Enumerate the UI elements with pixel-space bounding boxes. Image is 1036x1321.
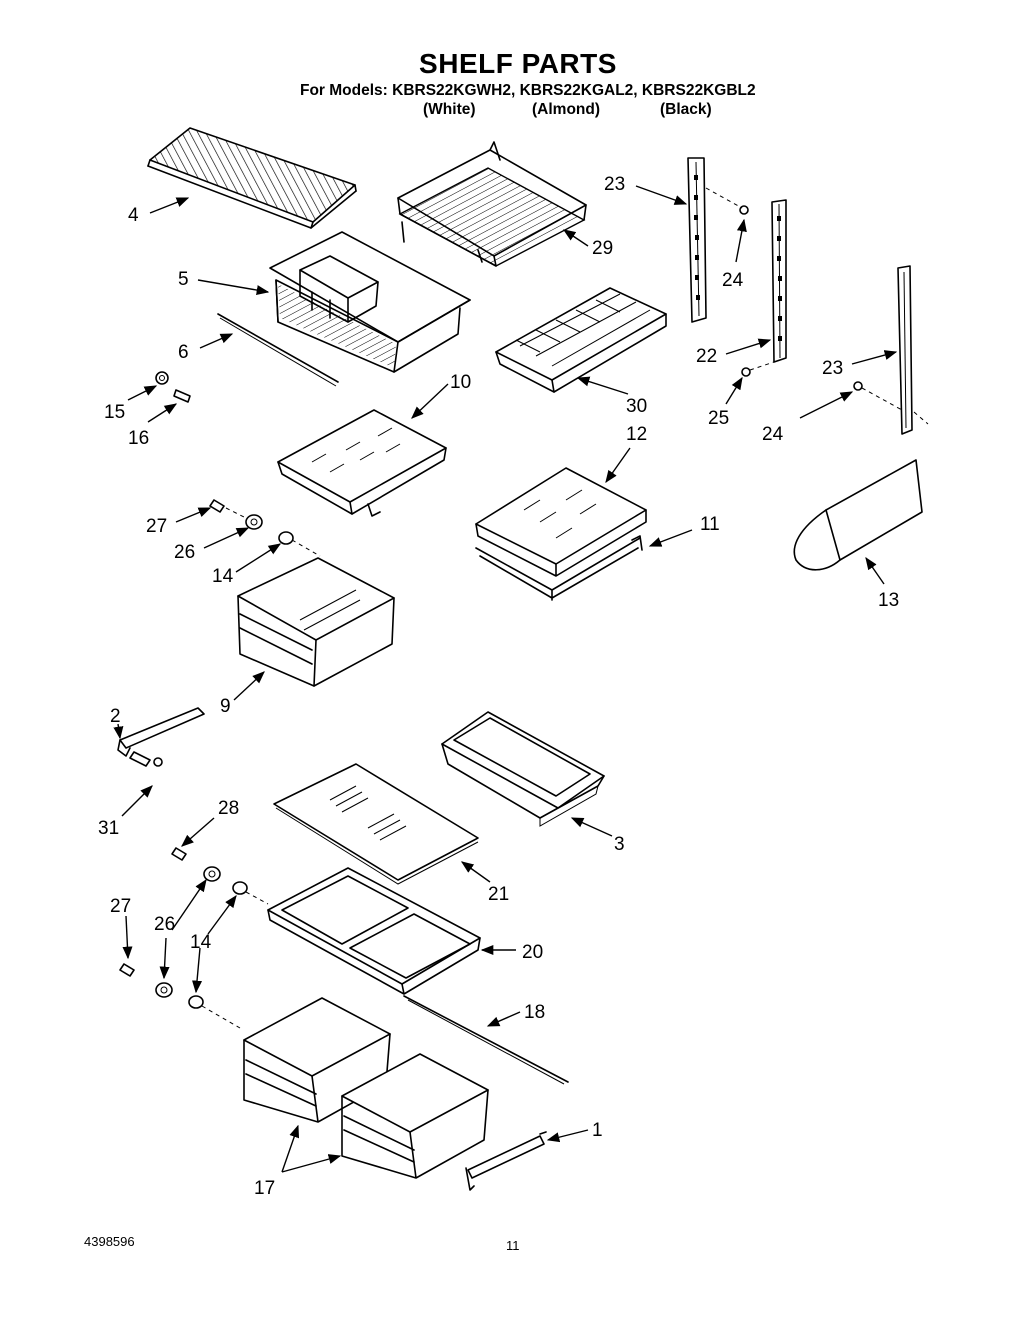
document-number: 4398596 [84, 1234, 135, 1249]
upper-mounting-hardware [209, 499, 321, 557]
parts-15-16-screws [155, 371, 191, 403]
callout-24b: 24 [762, 424, 784, 445]
part-18-rod [403, 995, 569, 1083]
callout-2: 2 [110, 706, 121, 727]
callout-3: 3 [614, 834, 625, 855]
callout-29: 29 [592, 238, 613, 259]
part-20-frame [267, 867, 481, 995]
part-22-rail [771, 199, 787, 363]
part-17-drawers [243, 997, 489, 1179]
rail-screws [705, 187, 929, 425]
part-4-wire-shelf [147, 127, 357, 229]
callout-22: 22 [696, 346, 717, 367]
callout-9: 9 [220, 696, 231, 717]
part-29-wire-shelf [397, 141, 587, 267]
callout-23: 23 [604, 174, 625, 195]
part-1-bracket [465, 1131, 547, 1191]
lower-mounting-hardware [119, 963, 241, 1029]
part-23-rail-right [897, 265, 913, 435]
callout-labels: 4 29 23 24 5 6 22 23 15 16 10 30 25 24 1… [98, 174, 899, 1199]
callout-leaders [113, 185, 898, 1173]
callout-14b: 14 [190, 932, 212, 953]
part-13-cover [793, 459, 923, 571]
variant-white: (White) [423, 101, 476, 118]
model-list: For Models: KBRS22KGWH2, KBRS22KGAL2, KB… [300, 82, 756, 99]
callout-15: 15 [104, 402, 125, 423]
callout-6: 6 [178, 342, 189, 363]
callout-28: 28 [218, 798, 239, 819]
callout-5: 5 [178, 269, 189, 290]
part-10-glass-shelf [277, 409, 447, 517]
variant-almond: (Almond) [532, 101, 601, 118]
callout-11: 11 [700, 514, 720, 535]
part-5-basket [269, 231, 471, 373]
callout-14: 14 [212, 566, 234, 587]
callout-31: 31 [98, 818, 119, 839]
part-23-rail-left [687, 157, 707, 323]
callout-12: 12 [626, 424, 647, 445]
callout-25: 25 [708, 408, 729, 429]
callout-26b: 26 [154, 914, 175, 935]
part-3-pan [441, 711, 605, 827]
middle-mounting-hardware [171, 847, 269, 905]
callout-4: 4 [128, 205, 139, 226]
variant-black: (Black) [660, 101, 712, 118]
callout-18: 18 [524, 1002, 545, 1023]
part-2-bracket [117, 707, 205, 767]
callout-27b: 27 [110, 896, 131, 917]
part-11-shelf-frame [475, 535, 643, 601]
callout-20: 20 [522, 942, 543, 963]
part-9-drawer [237, 557, 395, 687]
callout-1: 1 [592, 1120, 603, 1141]
callout-13: 13 [878, 590, 899, 611]
part-6-rod [217, 313, 339, 383]
page-number: 11 [506, 1238, 520, 1253]
page-title: SHELF PARTS [419, 48, 617, 79]
part-21-glass [273, 763, 479, 885]
part-12-glass-shelf [475, 467, 647, 577]
callout-17: 17 [254, 1178, 275, 1199]
callout-21: 21 [488, 884, 509, 905]
callout-27: 27 [146, 516, 167, 537]
callout-23b: 23 [822, 358, 843, 379]
callout-26: 26 [174, 542, 195, 563]
callout-16: 16 [128, 428, 149, 449]
callout-10: 10 [450, 372, 471, 393]
callout-24: 24 [722, 270, 744, 291]
callout-30: 30 [626, 396, 647, 417]
part-30-ice-tray [495, 287, 667, 393]
